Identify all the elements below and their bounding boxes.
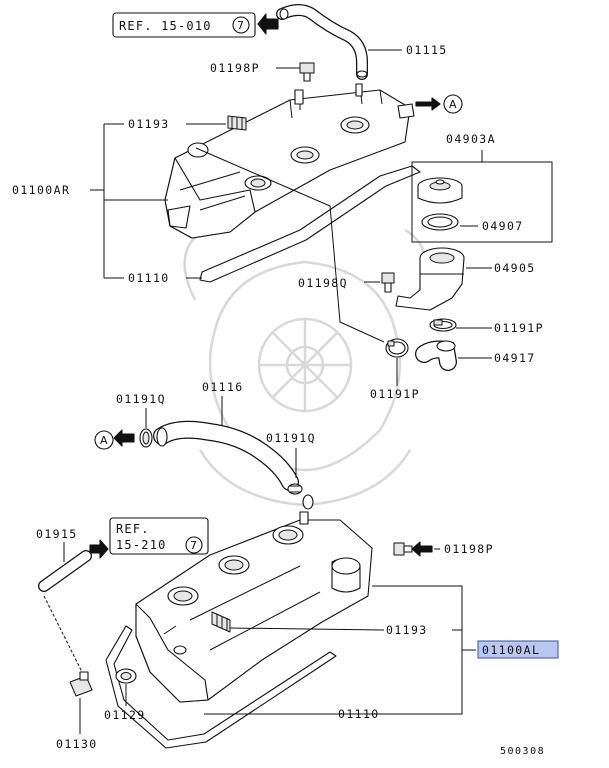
label-01191Q-left[interactable]: 01191Q bbox=[116, 392, 166, 406]
label-01116[interactable]: 01116 bbox=[202, 380, 244, 394]
svg-text:A: A bbox=[100, 434, 108, 447]
ref-box-top[interactable]: REF. 15-010 7 bbox=[112, 12, 256, 38]
label-01915[interactable]: 01915 bbox=[36, 527, 78, 541]
label-01130[interactable]: 01130 bbox=[56, 737, 98, 751]
label-01191P-low[interactable]: 01191P bbox=[370, 387, 420, 401]
ref-box-bottom[interactable]: REF. 15-210 7 bbox=[109, 517, 209, 555]
hose-01915[interactable] bbox=[38, 550, 92, 592]
label-01198P-low[interactable]: 01198P bbox=[444, 542, 494, 556]
bolt-01198P-top[interactable] bbox=[299, 62, 315, 82]
label-01110-top[interactable]: 01110 bbox=[128, 271, 170, 285]
label-01100AR[interactable]: 01100AR bbox=[12, 183, 70, 197]
clamp-01191Q-left[interactable] bbox=[139, 428, 153, 448]
svg-text:A: A bbox=[449, 98, 457, 111]
oil-cap-04903A[interactable] bbox=[417, 177, 463, 204]
clamp-01191P-right[interactable] bbox=[429, 318, 457, 332]
arrow-to-ref-top bbox=[257, 13, 279, 35]
arrow-to-a-top bbox=[415, 97, 441, 111]
ref-top-number: 7 bbox=[237, 19, 244, 32]
label-01100AL[interactable]: 01100AL bbox=[482, 643, 540, 657]
grommet-01193-low[interactable] bbox=[211, 611, 231, 633]
ref-bottom-line1: REF. bbox=[116, 522, 150, 536]
gasket-01110-top[interactable] bbox=[199, 165, 421, 283]
label-01198Q[interactable]: 01198Q bbox=[298, 276, 348, 290]
gasket-01110-low[interactable] bbox=[105, 625, 337, 749]
label-01115[interactable]: 01115 bbox=[406, 43, 448, 57]
filler-neck-04905[interactable] bbox=[395, 247, 465, 311]
ref-top-text: REF. 15-010 bbox=[119, 19, 212, 33]
ref-top-circle bbox=[232, 16, 250, 34]
label-01191P-right[interactable]: 01191P bbox=[494, 321, 544, 335]
marker-a-top[interactable]: A bbox=[443, 94, 463, 114]
marker-a-mid[interactable]: A bbox=[94, 430, 114, 450]
label-01129[interactable]: 01129 bbox=[104, 708, 146, 722]
clamp-01191P-low[interactable] bbox=[385, 338, 409, 358]
arrow-to-ref-bottom bbox=[89, 539, 109, 559]
diagram-code: 500308 bbox=[500, 746, 545, 757]
bolt-01198Q[interactable] bbox=[381, 272, 395, 293]
label-01191Q-right[interactable]: 01191Q bbox=[266, 431, 316, 445]
label-04917[interactable]: 04917 bbox=[494, 351, 536, 365]
label-01193-low[interactable]: 01193 bbox=[386, 623, 428, 637]
hose-01116[interactable] bbox=[153, 420, 299, 491]
ref-bottom-line2: 15-210 bbox=[116, 538, 167, 552]
label-01198P-top[interactable]: 01198P bbox=[210, 61, 260, 75]
clamp-01191Q-right[interactable] bbox=[287, 483, 303, 495]
grommet-01129[interactable] bbox=[115, 668, 137, 684]
cover-01100AL[interactable] bbox=[135, 494, 373, 703]
label-01193-top[interactable]: 01193 bbox=[128, 117, 170, 131]
hose-04917[interactable] bbox=[415, 340, 457, 371]
label-04907[interactable]: 04907 bbox=[482, 219, 524, 233]
label-04905[interactable]: 04905 bbox=[494, 261, 536, 275]
label-04903A[interactable]: 04903A bbox=[446, 132, 496, 146]
bolt-01198P-low[interactable] bbox=[393, 542, 413, 556]
hose-01115[interactable] bbox=[276, 4, 368, 80]
ref-bottom-number: 7 bbox=[190, 539, 197, 552]
cap-gasket-04907[interactable] bbox=[421, 213, 459, 231]
grommet-01193-top[interactable] bbox=[227, 115, 247, 131]
arrow-to-a-mid bbox=[113, 429, 135, 447]
pcv-valve-01130[interactable] bbox=[69, 671, 93, 697]
label-01110-low[interactable]: 01110 bbox=[338, 707, 380, 721]
arrow-bolt-01198P-low bbox=[411, 541, 433, 557]
ref-bottom-circle bbox=[185, 536, 203, 554]
cover-01100AR[interactable] bbox=[164, 83, 415, 239]
label-01100AL-highlight bbox=[477, 640, 559, 659]
